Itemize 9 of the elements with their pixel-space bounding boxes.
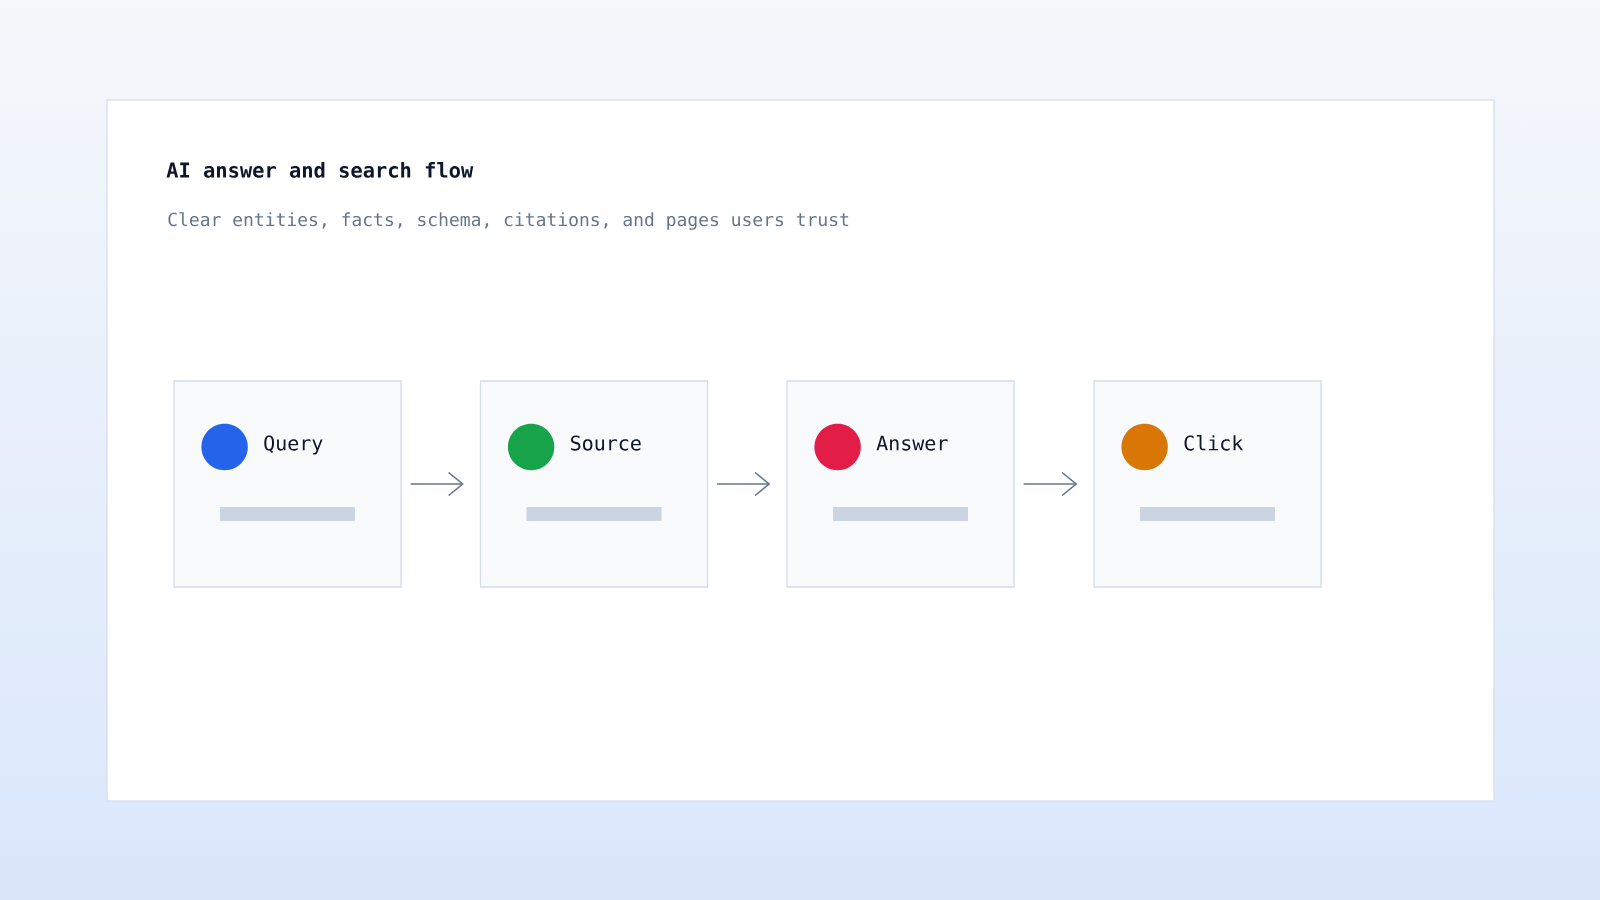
- process-box: Query: [173, 380, 402, 588]
- process-box: Source: [479, 380, 709, 588]
- arrow: [409, 471, 464, 497]
- process-box: Click: [1093, 380, 1322, 588]
- arrow: [1022, 471, 1078, 497]
- title: AI answer and search flow: [166, 162, 474, 178]
- arrow: [716, 471, 771, 497]
- process-box: Answer: [786, 380, 1015, 588]
- subtitle: Clear entities, facts, schema, citations, and pages users trust: [168, 212, 849, 230]
